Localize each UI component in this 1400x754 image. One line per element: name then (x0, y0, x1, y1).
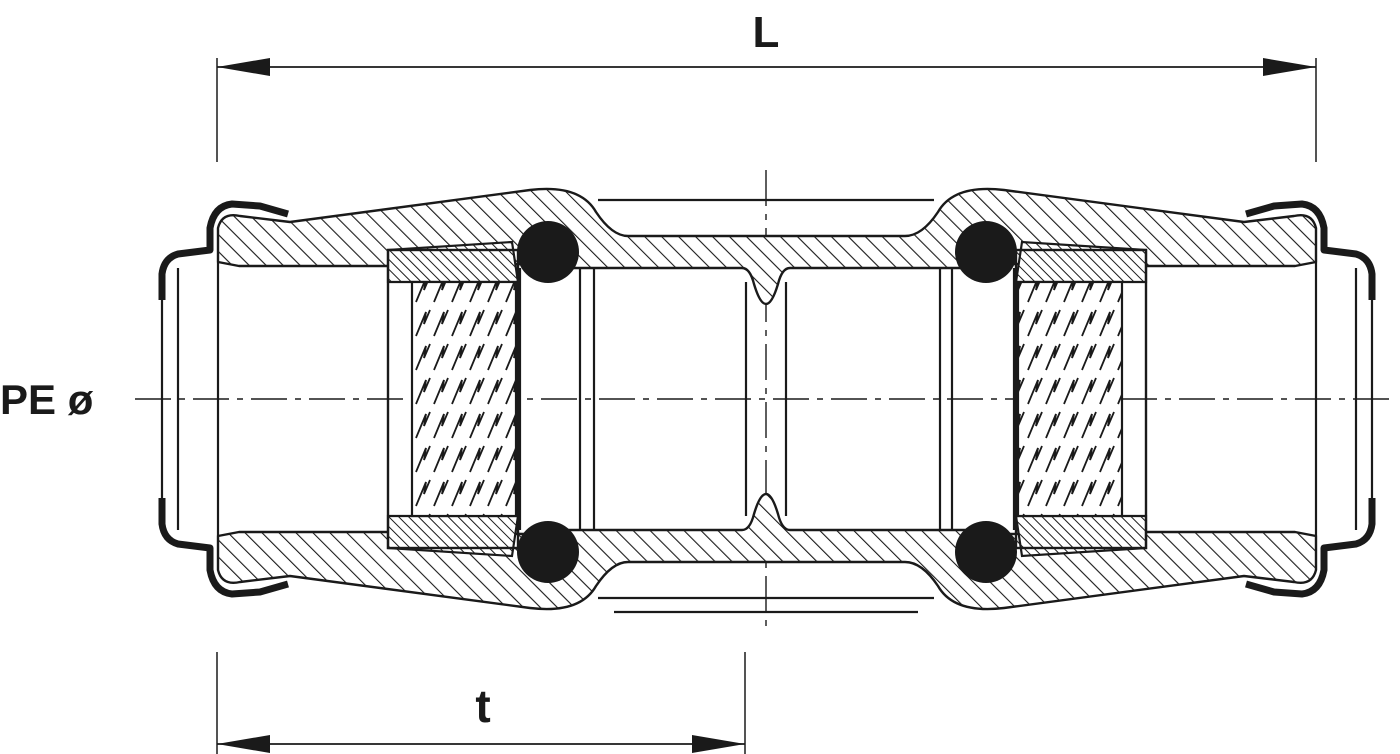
pipe-end-outlines (160, 262, 1374, 536)
arrowhead-left (217, 58, 270, 76)
grip-ring-right-frame (1014, 248, 1148, 550)
length-label: L (753, 8, 780, 57)
grip-ring-right-teeth (1016, 280, 1124, 518)
body-wall-top (216, 187, 1318, 306)
o-ring-seals (517, 221, 1017, 583)
insertion-depth-label: t (475, 680, 490, 732)
o-ring-left-bottom (517, 521, 579, 583)
grip-ring-left-bottom-wedge (386, 514, 520, 558)
grip-ring-left-top-wedge (386, 240, 520, 284)
dimension-length: L (216, 8, 1317, 162)
o-ring-right-top (955, 221, 1017, 283)
grip-ring-left (386, 240, 520, 558)
o-ring-right-bottom (955, 521, 1017, 583)
bore-outline (598, 198, 934, 614)
grip-ring-left-teeth (410, 280, 518, 518)
end-cap-left (158, 200, 289, 598)
inner-bores (518, 268, 1016, 530)
arrowhead-t-left (217, 735, 270, 753)
grip-ring-right-bottom-wedge (1014, 514, 1148, 558)
arrowhead-t-right (692, 735, 745, 753)
body-wall-bottom (216, 492, 1318, 611)
grip-ring-right (1014, 240, 1148, 558)
arrowhead-right (1263, 58, 1316, 76)
end-cap-right (1245, 200, 1376, 598)
grip-ring-left-frame (386, 248, 520, 550)
dimension-insertion-depth: t (216, 652, 746, 754)
o-ring-left-top (517, 221, 579, 283)
grip-ring-right-top-wedge (1014, 240, 1148, 284)
pipe-diameter-label: PE ø (0, 376, 94, 423)
